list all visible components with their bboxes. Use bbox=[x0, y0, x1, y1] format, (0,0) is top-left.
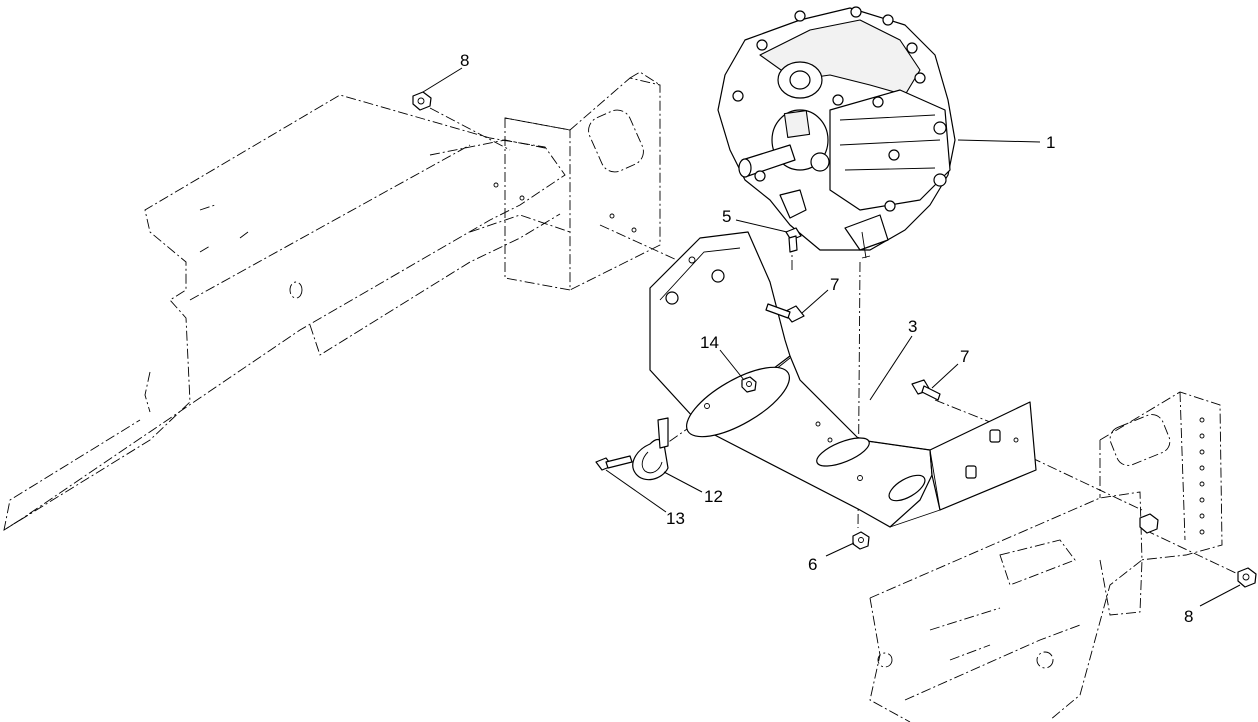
callout-label-13: 13 bbox=[666, 509, 685, 528]
fasteners bbox=[412, 91, 1257, 588]
callout-label-8-upper: 8 bbox=[460, 51, 469, 70]
flange-nut-8-upper bbox=[412, 91, 432, 111]
callout-label-3: 3 bbox=[908, 317, 917, 336]
nut-14 bbox=[741, 376, 757, 393]
callout-7-right: 7 bbox=[931, 347, 969, 389]
callout-label-14: 14 bbox=[700, 333, 719, 352]
callout-label-1: 1 bbox=[1046, 133, 1055, 152]
bolt-7-right bbox=[911, 379, 941, 401]
callout-label-5: 5 bbox=[722, 207, 731, 226]
callout-5: 5 bbox=[722, 207, 788, 233]
nut-6 bbox=[852, 531, 870, 550]
callout-label-7-upper: 7 bbox=[830, 275, 839, 294]
hydro-pump bbox=[717, 6, 956, 259]
callout-7-upper: 7 bbox=[801, 275, 839, 314]
callout-13: 13 bbox=[605, 469, 685, 528]
bolt-7-upper bbox=[765, 303, 805, 323]
left-frame-rail bbox=[3, 71, 661, 531]
callout-12: 12 bbox=[663, 471, 723, 506]
callout-6: 6 bbox=[808, 542, 855, 574]
callout-8-lower: 8 bbox=[1184, 584, 1241, 626]
callout-3: 3 bbox=[869, 317, 917, 401]
bolt-holes bbox=[1199, 417, 1205, 535]
callout-label-6: 6 bbox=[808, 555, 817, 574]
bolt-5 bbox=[785, 227, 802, 253]
mounting-bracket bbox=[649, 231, 1037, 528]
flange-nut-8-lower bbox=[1139, 513, 1257, 588]
callout-1: 1 bbox=[957, 133, 1055, 152]
right-frame-rail bbox=[869, 391, 1223, 722]
callout-label-8-lower: 8 bbox=[1184, 607, 1193, 626]
callouts: 1 3 5 6 7 7 8 8 bbox=[422, 51, 1241, 626]
callout-label-12: 12 bbox=[704, 487, 723, 506]
hose-clamp-12 bbox=[632, 417, 669, 481]
callout-8-upper: 8 bbox=[422, 51, 469, 93]
callout-14: 14 bbox=[700, 333, 745, 381]
callout-label-7-right: 7 bbox=[960, 347, 969, 366]
bolt-13 bbox=[595, 455, 633, 471]
